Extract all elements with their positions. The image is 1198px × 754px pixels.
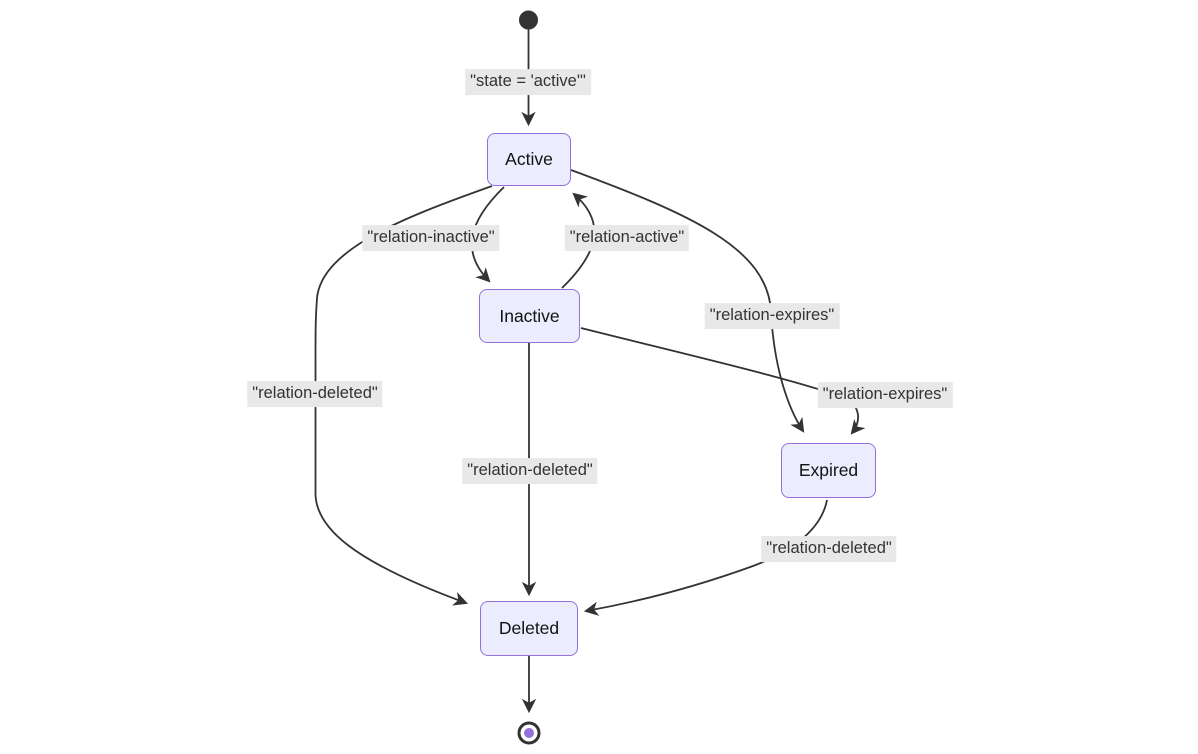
- state-node-inactive: Inactive: [479, 289, 580, 343]
- edge-label-relation-deleted-active: "relation-deleted": [247, 381, 383, 407]
- edge-label-relation-deleted-inactive: "relation-deleted": [462, 458, 598, 484]
- state-node-label: Deleted: [498, 618, 560, 638]
- edge-label-relation-active: "relation-active": [564, 225, 690, 251]
- edge-active-to-expired: [570, 169, 805, 433]
- state-node-label: Active: [505, 149, 553, 169]
- edge-label-relation-expires-inactive: "relation-expires": [817, 382, 953, 408]
- state-node-label: Expired: [798, 460, 859, 480]
- final-state-inner-dot: [524, 728, 534, 738]
- state-node-deleted: Deleted: [480, 601, 578, 656]
- state-node-expired: Expired: [781, 443, 876, 498]
- edge-label-relation-deleted-expired: "relation-deleted": [761, 536, 897, 562]
- edge-inactive-to-expired: [580, 327, 866, 435]
- edge-label-state-active: "state = 'active'": [465, 69, 591, 95]
- edge-expired-to-deleted: [583, 499, 828, 616]
- state-node-label: Inactive: [499, 305, 560, 326]
- state-node-active: Active: [487, 133, 571, 186]
- edge-label-relation-inactive: "relation-inactive": [362, 225, 500, 251]
- initial-state-dot: [519, 10, 538, 30]
- edge-label-relation-expires-active: "relation-expires": [704, 303, 840, 329]
